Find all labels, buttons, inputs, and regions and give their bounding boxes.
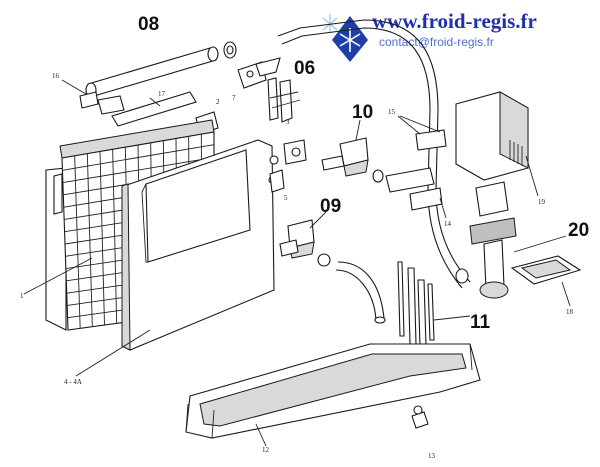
leader-line xyxy=(355,119,361,141)
leader-line xyxy=(433,315,471,321)
label-4-4a: 4 - 4A xyxy=(64,378,82,386)
label-19: 19 xyxy=(538,198,546,206)
leader-line xyxy=(255,423,267,447)
label-17: 17 xyxy=(158,90,166,98)
part-09-valve xyxy=(279,219,331,267)
site-url[interactable]: www.froid-regis.fr xyxy=(372,9,537,33)
label-1: 1 xyxy=(20,292,24,300)
part-12-drip-tray xyxy=(185,343,481,439)
part-18-gasket xyxy=(510,255,582,285)
part-11-drain-pipes xyxy=(397,261,435,347)
label-20: 20 xyxy=(568,220,589,241)
part-14-hose xyxy=(277,19,471,289)
curved-hose xyxy=(335,261,386,324)
leader-line xyxy=(149,97,161,107)
label-13: 13 xyxy=(428,452,436,460)
label-06: 06 xyxy=(294,58,315,79)
leader-line xyxy=(61,79,87,95)
leader-line xyxy=(439,197,447,219)
part-08-roller xyxy=(79,41,237,127)
leader-line xyxy=(23,257,93,295)
site-url-link[interactable]: www.froid-regis.fr xyxy=(372,9,537,33)
part-19-motor xyxy=(455,91,529,299)
label-18: 18 xyxy=(566,308,574,316)
label-09: 09 xyxy=(320,196,341,217)
leader-line xyxy=(513,235,567,253)
label-14: 14 xyxy=(444,220,452,228)
label-7: 7 xyxy=(232,94,236,102)
label-08: 08 xyxy=(138,14,159,35)
part-4-cover-panel xyxy=(121,139,276,351)
leader-line xyxy=(397,115,421,135)
label-2: 2 xyxy=(216,98,220,106)
part-10-solenoid-valve xyxy=(321,137,384,183)
label-15: 15 xyxy=(388,108,396,116)
leader-line xyxy=(525,155,539,197)
snowflake-logo xyxy=(322,14,368,62)
label-12: 12 xyxy=(262,446,270,454)
leader-line xyxy=(309,211,327,229)
label-3: 3 xyxy=(286,118,290,126)
contact-email-link[interactable]: contact@froid-regis.fr xyxy=(379,35,494,49)
leader-line xyxy=(75,329,151,377)
part-3-fitting xyxy=(269,139,307,193)
leader-line xyxy=(561,281,571,307)
contact-email[interactable]: contact@froid-regis.fr xyxy=(379,35,494,49)
label-11: 11 xyxy=(470,312,491,333)
part-13-clip xyxy=(411,405,429,429)
label-16: 16 xyxy=(52,72,60,80)
label-10: 10 xyxy=(352,102,373,123)
leader-line xyxy=(399,115,441,133)
label-5: 5 xyxy=(284,194,288,202)
